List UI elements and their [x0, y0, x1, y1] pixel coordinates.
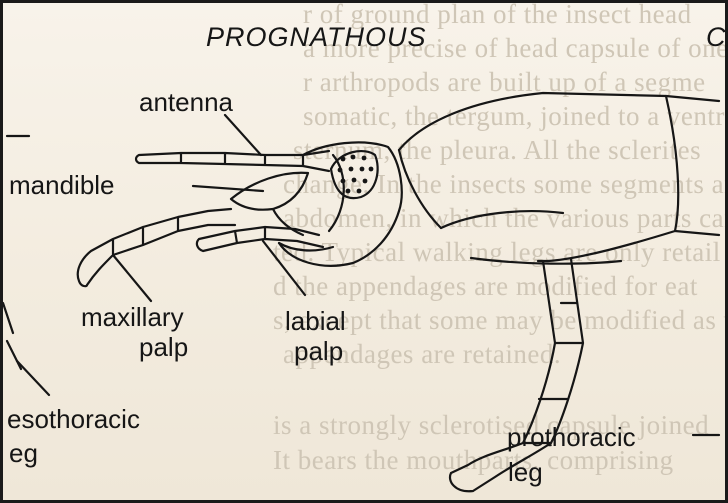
label-labial: labial — [285, 307, 346, 335]
antenna — [136, 151, 329, 171]
label-labial-palp: palp — [294, 337, 343, 365]
labial-palp — [197, 227, 323, 251]
label-maxillary: maxillary — [81, 303, 184, 331]
mandible-leader — [193, 186, 263, 191]
label-prothoracic-leg: leg — [508, 458, 543, 486]
thorax-tail — [666, 96, 719, 235]
figure-title-next: C — [706, 23, 727, 51]
mesothoracic-leader — [17, 361, 49, 395]
antenna-leader — [225, 115, 261, 155]
figure-title: PROGNATHOUS — [206, 23, 427, 51]
maxillary-leader — [113, 255, 151, 301]
label-antenna: antenna — [139, 88, 233, 116]
thorax-outline — [399, 93, 678, 261]
label-mandible: mandible — [9, 171, 115, 199]
thorax-front-edge — [399, 150, 441, 228]
maxillary-palp — [78, 209, 235, 286]
label-prothoracic: prothoracic — [507, 423, 636, 451]
label-maxillary-palp: palp — [139, 333, 188, 361]
label-mesothoracic-leg: eg — [9, 439, 38, 467]
thorax-segment-line — [441, 211, 563, 228]
mesothoracic-leg-stub — [3, 303, 21, 369]
maxilla-base — [273, 209, 333, 250]
mandible — [231, 173, 308, 210]
head-capsule — [279, 142, 402, 265]
label-mesothoracic: esothoracic — [7, 405, 140, 433]
